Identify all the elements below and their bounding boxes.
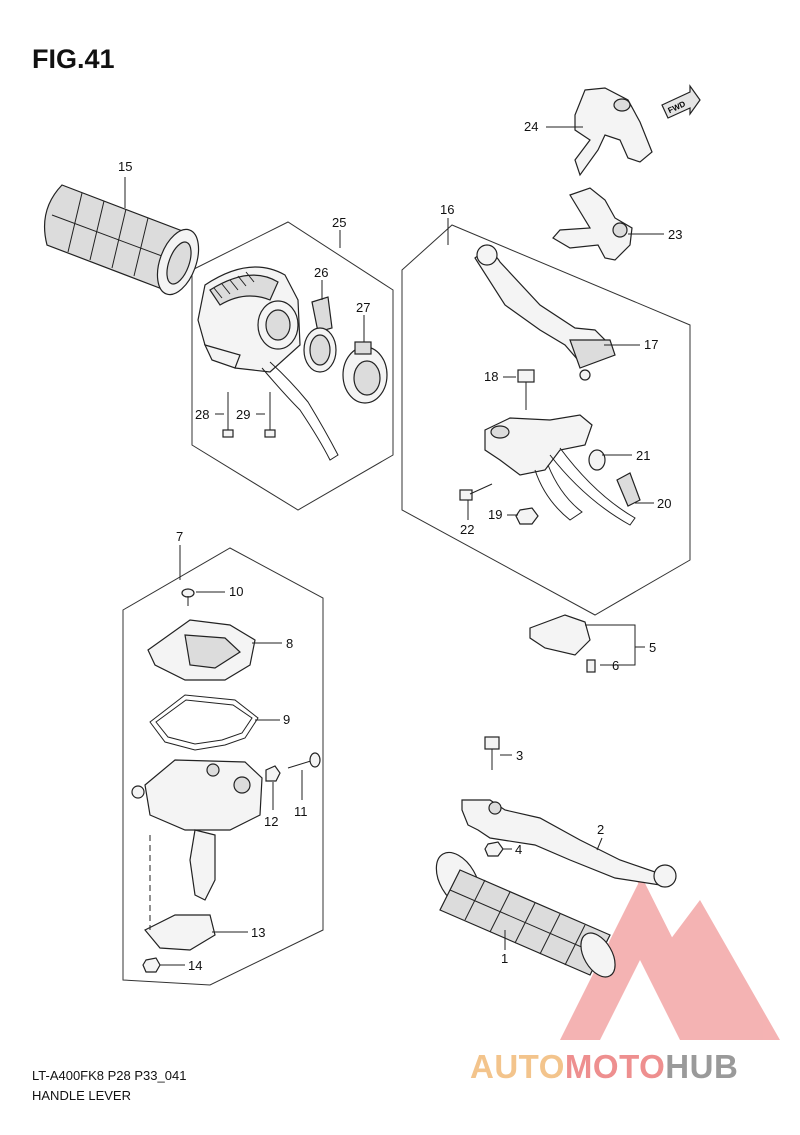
callout-3: 3 — [516, 748, 523, 763]
callout-27: 27 — [356, 300, 370, 315]
model-code: LT-A400FK8 P28 P33_041 — [32, 1068, 187, 1083]
callout-9: 9 — [283, 712, 290, 727]
part-5-brake-switch — [529, 614, 591, 656]
part-24-lever-guard — [574, 87, 653, 177]
part-18-pivot-bolt — [517, 369, 535, 410]
part-25-switch-assembly — [197, 266, 339, 461]
group-box-16 — [401, 224, 691, 616]
callout-24: 24 — [524, 119, 538, 134]
callout-28: 28 — [195, 407, 209, 422]
part-13-boot — [144, 914, 216, 951]
part-17-adjuster — [569, 339, 616, 381]
callout-16: 16 — [440, 202, 454, 217]
callout-14: 14 — [188, 958, 202, 973]
part-11-screw — [287, 752, 321, 769]
callout-4: 4 — [515, 842, 522, 857]
part-28-screw — [222, 392, 234, 438]
figure-title: FIG.41 — [32, 44, 115, 74]
part-3-pivot-pin — [484, 736, 500, 770]
callout-22: 22 — [460, 522, 474, 537]
leader-lines — [124, 126, 664, 966]
master-cylinder-body — [131, 759, 263, 901]
watermark-text: AUTOMOTOHUB — [470, 1048, 738, 1086]
part-14-bolt — [142, 957, 161, 973]
part-23-parking-brake-bracket — [552, 187, 633, 261]
part-22-bolt — [459, 483, 493, 501]
part-20-bolt — [616, 472, 641, 507]
part-9-diaphragm-gasket — [149, 694, 259, 751]
callout-15: 15 — [118, 159, 132, 174]
part-29-screw — [264, 392, 276, 438]
callout-26: 26 — [314, 265, 328, 280]
page-subtitle: HANDLE LEVER — [32, 1088, 131, 1103]
part-2-clutch-lever — [461, 799, 677, 888]
callout-6: 6 — [612, 658, 619, 673]
callout-8: 8 — [286, 636, 293, 651]
callout-10: 10 — [229, 584, 243, 599]
part-4-nut — [484, 841, 504, 857]
part-8-reservoir-cover — [147, 619, 256, 681]
callout-11: 11 — [294, 804, 308, 819]
part-12-nut — [265, 765, 281, 782]
callout-18: 18 — [484, 369, 498, 384]
part-27-throttle-cover — [342, 341, 388, 404]
part-16-brake-lever — [474, 244, 611, 361]
callout-labels: 24 15 25 26 27 28 29 16 23 17 18 21 20 1… — [118, 119, 682, 973]
callout-23: 23 — [668, 227, 682, 242]
callout-13: 13 — [251, 925, 265, 940]
callout-20: 20 — [657, 496, 671, 511]
part-10-screw — [181, 588, 195, 606]
watermark-auto: AUTO — [470, 1048, 565, 1085]
callout-19: 19 — [488, 507, 502, 522]
group-box-7 — [122, 547, 324, 986]
callout-2: 2 — [597, 822, 604, 837]
callout-1: 1 — [501, 951, 508, 966]
callout-21: 21 — [636, 448, 650, 463]
callout-17: 17 — [644, 337, 658, 352]
part-15-left-grip — [44, 184, 200, 296]
part-26-throttle-lever — [303, 296, 337, 373]
watermark-logo-triangle — [560, 878, 780, 1040]
watermark-hub: HUB — [665, 1048, 739, 1085]
fwd-arrow-icon: FWD — [661, 84, 701, 119]
callout-5: 5 — [649, 640, 656, 655]
part-21-switch — [588, 449, 606, 471]
callout-29: 29 — [236, 407, 250, 422]
part-1-right-grip — [435, 851, 616, 978]
part-19-nut — [515, 507, 539, 525]
watermark-moto: MOTO — [564, 1048, 666, 1085]
callout-12: 12 — [264, 814, 278, 829]
callout-25: 25 — [332, 215, 346, 230]
lever-holder-body — [484, 414, 636, 526]
group-box-25 — [191, 221, 394, 511]
part-6-screw — [586, 659, 596, 673]
callout-7: 7 — [176, 529, 183, 544]
